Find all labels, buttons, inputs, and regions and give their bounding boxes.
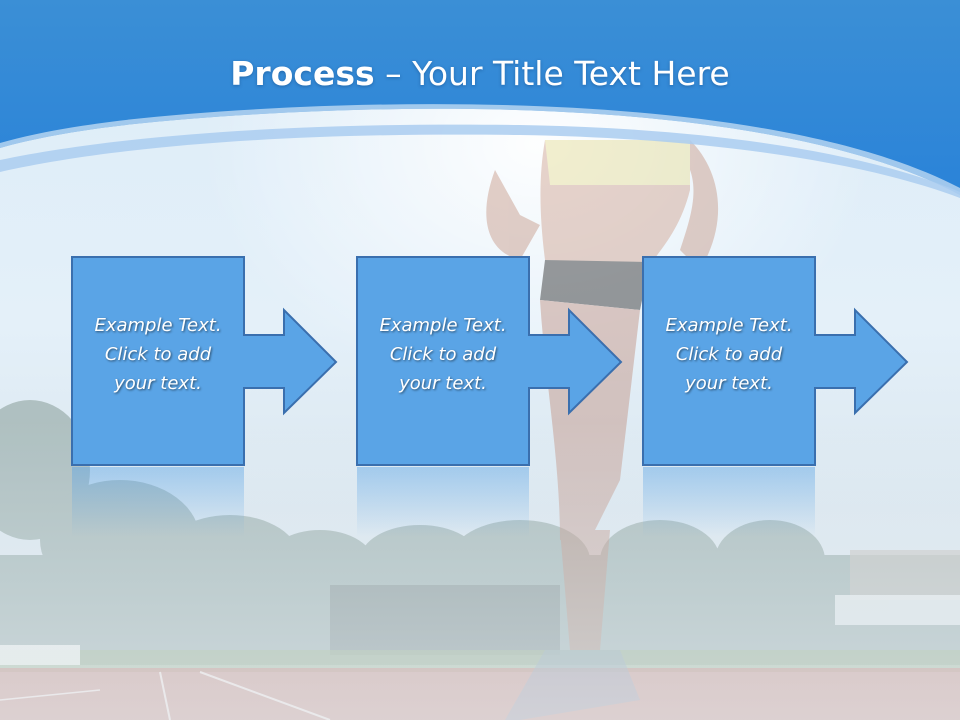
header-band (0, 0, 960, 195)
slide-title[interactable]: Process – Your Title Text Here (0, 52, 960, 96)
step-2-shape (356, 256, 623, 466)
step-1-shape (71, 256, 338, 466)
step-3-line-3: your text. (685, 373, 773, 394)
step-3-shape (642, 256, 909, 466)
step-1-line-1: Example Text. (94, 315, 222, 336)
step-2-text[interactable]: Example Text. Click to add your text. (357, 311, 529, 398)
step-2-line-2: Click to add (389, 344, 497, 365)
step-1-line-2: Click to add (104, 344, 212, 365)
title-rest: Your Title Text Here (412, 54, 730, 93)
step-3-line-2: Click to add (675, 344, 783, 365)
title-dash: – (374, 54, 413, 93)
step-2-line-3: your text. (399, 373, 487, 394)
step-3-reflection (643, 467, 815, 537)
step-1-reflection (72, 467, 244, 537)
step-3-text[interactable]: Example Text. Click to add your text. (643, 311, 815, 398)
step-3-line-1: Example Text. (665, 315, 793, 336)
step-2-line-1: Example Text. (379, 315, 507, 336)
step-1-text[interactable]: Example Text. Click to add your text. (72, 311, 244, 398)
step-1-line-3: your text. (114, 373, 202, 394)
header-accent-stripe (0, 124, 960, 198)
step-2-reflection (357, 467, 529, 537)
title-bold: Process (230, 54, 375, 93)
